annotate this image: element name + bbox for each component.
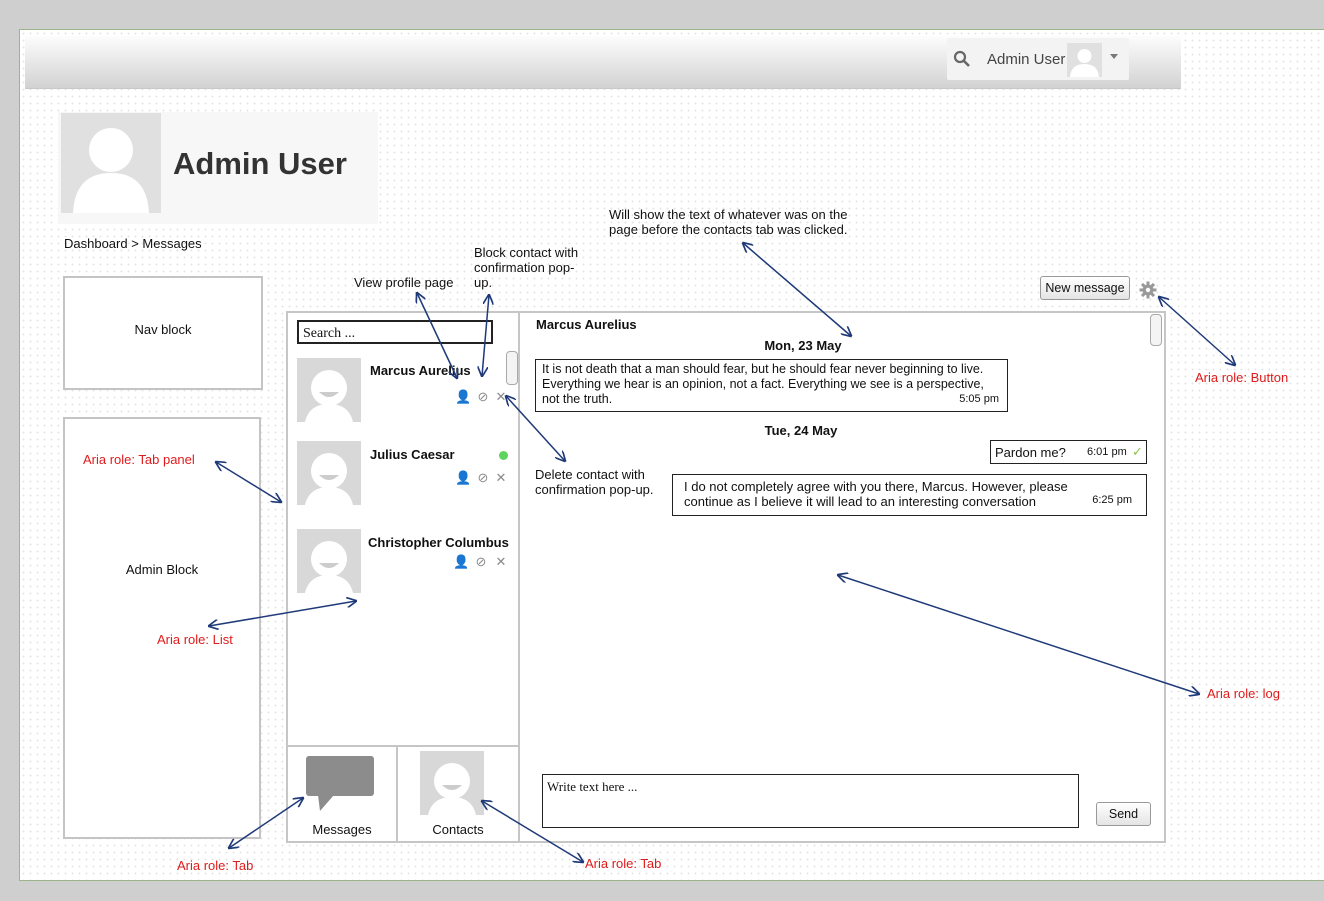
tab-contacts-label[interactable]: Contacts <box>432 822 484 837</box>
contact-name[interactable]: Christopher Columbus <box>368 535 509 550</box>
annotation-log-text: Will show the text of whatever was on th… <box>609 207 848 237</box>
tab-messages[interactable]: Messages <box>288 747 396 841</box>
annotation-block-contact: Block contact with confirmation pop-up. <box>474 245 579 290</box>
contact-item[interactable]: Christopher Columbus 👤 ⊘ ✕ <box>288 529 518 597</box>
aria-label-log: Aria role: log <box>1207 686 1280 701</box>
admin-block-label: Admin Block <box>125 562 199 577</box>
read-check-icon: ✓ <box>1132 444 1143 459</box>
conversation-contact-name: Marcus Aurelius <box>536 317 637 332</box>
contact-list-scrollbar[interactable] <box>506 351 518 385</box>
message-time: 6:01 pm <box>1087 446 1127 458</box>
contact-item[interactable]: Julius Caesar 👤 ⊘ ✕ <box>288 441 518 509</box>
aria-label-tab-contacts: Aria role: Tab <box>585 856 662 871</box>
contact-avatar <box>297 529 361 593</box>
delete-icon[interactable]: ✕ <box>495 554 507 569</box>
user-avatar[interactable] <box>1067 43 1102 77</box>
profile-header: Admin User <box>58 112 378 224</box>
user-menu[interactable]: Admin User <box>947 38 1129 80</box>
page-title: Admin User <box>173 146 347 181</box>
annotation-arrows <box>20 30 1324 880</box>
arrow <box>506 396 565 461</box>
arrow <box>743 243 851 336</box>
view-profile-icon[interactable]: 👤 <box>455 389 472 404</box>
tab-messages-label[interactable]: Messages <box>312 822 372 837</box>
delete-icon[interactable]: ✕ <box>495 470 507 485</box>
aria-label-list: Aria role: List <box>157 632 233 647</box>
send-button[interactable]: Send <box>1096 802 1151 826</box>
message-text: It is not death that a man should fear, … <box>542 362 984 406</box>
view-profile-icon[interactable]: 👤 <box>455 470 472 485</box>
day-divider: Mon, 23 May <box>764 338 842 353</box>
nav-block-label: Nav block <box>134 322 192 337</box>
breadcrumb[interactable]: Dashboard > Messages <box>64 236 202 251</box>
aria-label-tab-panel: Aria role: Tab panel <box>83 452 195 467</box>
user-menu-name[interactable]: Admin User <box>987 51 1066 68</box>
arrow <box>482 801 583 862</box>
delete-icon[interactable]: ✕ <box>495 389 507 404</box>
message-time: 6:25 pm <box>1092 494 1132 506</box>
aria-label-button: Aria role: Button <box>1195 370 1289 385</box>
block-icon[interactable]: ⊘ <box>477 470 489 485</box>
chevron-down-icon[interactable] <box>1110 54 1118 59</box>
profile-avatar <box>61 113 161 213</box>
contact-name[interactable]: Julius Caesar <box>370 447 455 462</box>
block-icon[interactable]: ⊘ <box>477 389 489 404</box>
message-bubble: It is not death that a man should fear, … <box>535 359 1008 412</box>
arrow <box>209 601 356 626</box>
tab-contacts[interactable]: Contacts <box>398 747 518 841</box>
contact-item[interactable]: Marcus Aurelius 👤 ⊘ ✕ <box>288 357 518 425</box>
nav-block: Nav block <box>63 276 263 390</box>
arrow <box>229 798 303 848</box>
arrow <box>216 462 281 502</box>
aria-label-tab-messages: Aria role: Tab <box>177 858 254 873</box>
gear-icon[interactable] <box>1139 281 1157 299</box>
online-indicator <box>499 451 508 460</box>
view-profile-icon[interactable]: 👤 <box>453 554 470 569</box>
contact-avatar <box>297 358 361 422</box>
annotation-view-profile: View profile page <box>354 275 454 290</box>
speech-bubble-icon <box>306 756 374 811</box>
contacts-avatar-icon <box>420 751 484 815</box>
day-divider: Tue, 24 May <box>764 423 838 438</box>
arrow <box>1159 297 1235 365</box>
arrow <box>482 295 489 376</box>
message-bubble: Pardon me? 6:01 pm ✓ <box>990 440 1147 464</box>
contact-avatar <box>297 441 361 505</box>
arrow <box>417 293 457 378</box>
arrow <box>838 575 1199 694</box>
annotation-delete-contact: Delete contact with confirmation pop-up. <box>535 467 654 497</box>
message-text: Pardon me? <box>995 445 1066 460</box>
block-icon[interactable]: ⊘ <box>475 554 487 569</box>
message-bubble: I do not completely agree with you there… <box>672 474 1147 516</box>
search-icon[interactable] <box>953 50 971 68</box>
page-frame: Admin User Admin User Dashboard > Messag… <box>19 29 1324 881</box>
new-message-button[interactable]: New message <box>1040 276 1130 300</box>
message-time: 5:05 pm <box>959 393 999 405</box>
message-text: I do not completely agree with you there… <box>684 479 1068 509</box>
